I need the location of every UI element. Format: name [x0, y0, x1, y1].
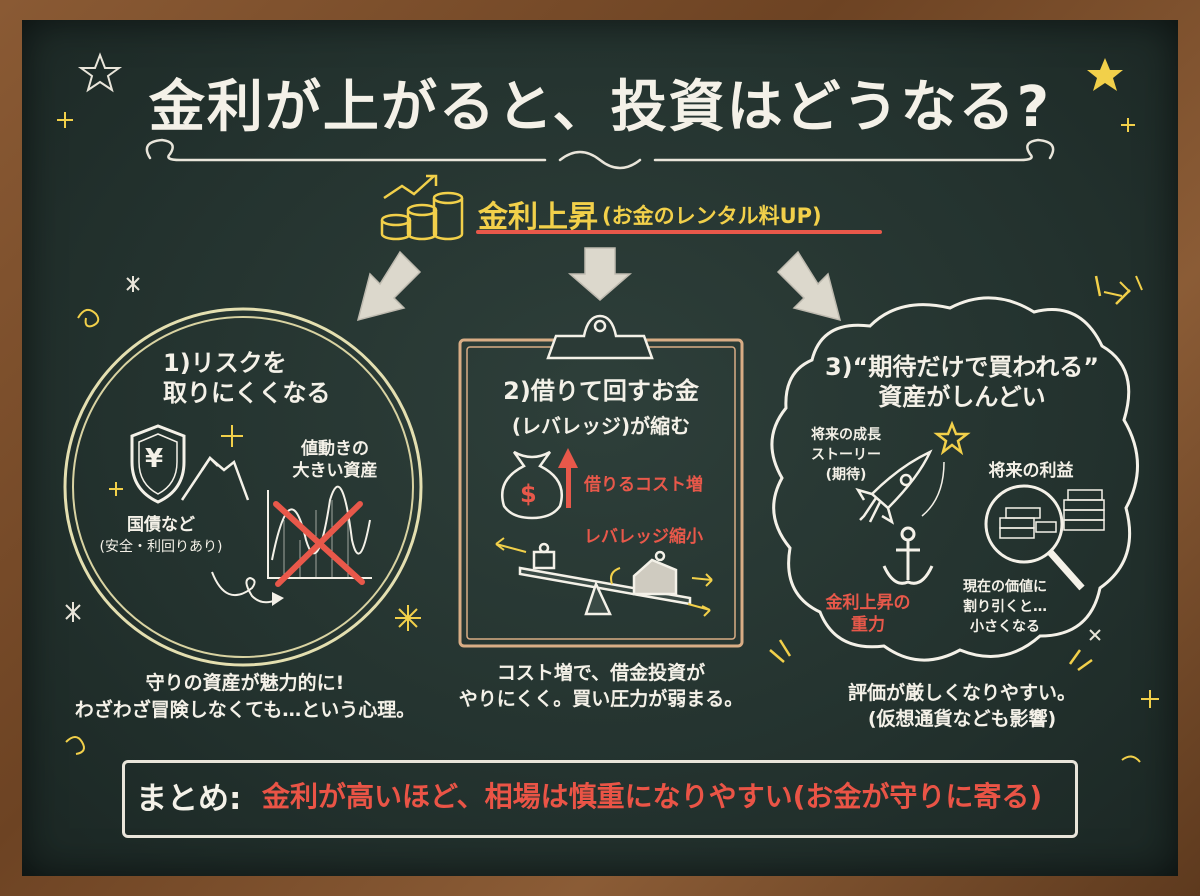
money-bag-icon [501, 450, 563, 520]
panel3-caption-line1: 評価が厳しくなりやすい。 [847, 682, 1076, 704]
arc-arrow [921, 461, 945, 517]
clipboard-clip [546, 314, 654, 360]
bond-note: (安全・利回りあり) [99, 539, 223, 555]
cost-label: 借りるコスト増 [584, 475, 703, 495]
panel2-caption-line1: コスト増で、借金投資が [496, 662, 706, 684]
story-line3: (期待) [825, 467, 867, 483]
yen-symbol: ¥ [145, 444, 164, 474]
sparkle-icon [109, 425, 421, 631]
volatile-label-line1: 値動きの [301, 439, 369, 459]
thought-cloud [770, 296, 1139, 662]
volatile-chart-icon [267, 485, 372, 579]
star-icon [1087, 58, 1123, 91]
story-line1: 将来の成長 [811, 427, 881, 443]
mountain-icon [180, 456, 250, 501]
dollar-symbol: $ [520, 480, 537, 508]
gravity-line1: 金利上昇の [825, 593, 911, 613]
bond-label: 国債など [127, 515, 195, 535]
shield-icon [130, 424, 186, 504]
coins-growth-icon [380, 174, 464, 241]
panel3-caption-line2: (仮想通貨なども影響) [867, 708, 1057, 730]
arrow-up-icon [558, 448, 578, 508]
panel1-caption-line1: 守りの資産が魅力的に! [145, 672, 345, 694]
seesaw-icon [518, 542, 692, 616]
squiggle-icon [65, 275, 1143, 763]
arrowhead [272, 592, 284, 606]
headline-sub: (お金のレンタル料UP) [602, 204, 822, 228]
cross-mark [273, 501, 365, 587]
panel3-heading-line1: 3)“期待だけで買われる” [824, 353, 1099, 381]
panel1-circle [63, 307, 423, 667]
magnifier-money-icon [984, 484, 1085, 591]
arrow-down-right-icon [776, 250, 842, 322]
sparkle-rays [769, 275, 1131, 672]
arrow-down-icon [567, 247, 633, 301]
star-icon [933, 420, 971, 456]
profit-label: 将来の利益 [988, 461, 1074, 481]
panel1-heading-line2: 取りにくくなる [163, 379, 331, 407]
volatile-label-line2: 大きい資産 [292, 461, 378, 481]
panel1-heading-line1: 1)リスクを [163, 349, 287, 377]
story-line2: ストーリー [811, 447, 881, 463]
curved-arrow [211, 571, 277, 604]
gravity-line2: 重力 [851, 615, 885, 635]
panel2-heading-line1: 2)借りて回すお金 [503, 377, 699, 405]
money-stack-icon [1063, 489, 1105, 531]
present-value-line1: 現在の価値に [963, 579, 1047, 595]
anchor-icon [882, 526, 934, 585]
title-flourish [145, 138, 1055, 170]
star-icon [77, 52, 123, 93]
arrow-down-left-icon [356, 250, 422, 322]
page-title: 金利が上がると、投資はどうなる? [148, 75, 1052, 140]
sparkle-icon [65, 276, 1101, 641]
panel3-heading-line2: 資産がしんどい [878, 383, 1046, 411]
leverage-label: レバレッジ縮小 [584, 527, 703, 547]
present-value-line2: 割り引くと… [963, 599, 1047, 615]
panel2-heading-line2: (レバレッジ)が縮む [511, 414, 691, 438]
sparkle-icon [57, 112, 1159, 708]
summary-lead: まとめ: [136, 781, 242, 817]
panel1-caption-line2: わざわざ冒険しなくても…という心理。 [74, 699, 416, 721]
summary-box [122, 760, 1078, 838]
present-value-line3: 小さくなる [970, 619, 1040, 635]
headline-main: 金利上昇 [478, 200, 598, 235]
panel2-caption-line2: やりにくく。買い圧力が弱まる。 [458, 688, 744, 710]
summary-text: 金利が高いほど、相場は慎重になりやすい(お金が守りに寄る) [262, 780, 1043, 813]
chalkboard [22, 20, 1178, 876]
arrows-spread [495, 537, 713, 617]
rocket-icon [855, 449, 933, 525]
